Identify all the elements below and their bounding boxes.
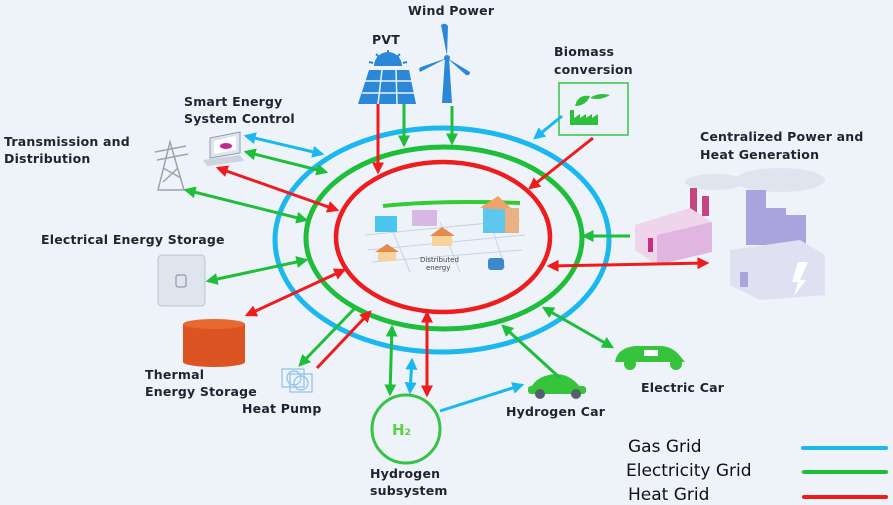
- smart-control-monitor-icon: [203, 131, 244, 166]
- legend-label-electricity: Electricity Grid: [626, 461, 752, 481]
- hydrogen-car-icon: [528, 374, 586, 399]
- label-wind-power: Wind Power: [408, 3, 495, 18]
- label-hydrogen-line2: subsystem: [370, 483, 448, 498]
- wind-turbine-icon: [419, 23, 470, 103]
- arrow-elec-hydrogen-car: [501, 324, 562, 380]
- arrow-heat-thermal-storage: [244, 268, 347, 317]
- label-centralized-line1: Centralized Power and: [700, 129, 864, 144]
- label-thermal-line2: Energy Storage: [145, 384, 257, 399]
- arrow-gas-hydrogen-car: [439, 382, 525, 413]
- power-plant-small-icon: [635, 174, 745, 265]
- distributed-energy-icon: Distributed energy: [364, 196, 526, 273]
- biomass-factory-icon: [558, 82, 629, 136]
- solar-panel-icon: [358, 50, 416, 105]
- hydrogen-subsystem-icon: H₂: [370, 393, 442, 465]
- legend-label-heat: Heat Grid: [628, 485, 710, 505]
- arrow-heat-smart-control: [215, 165, 340, 213]
- label-biomass-line2: conversion: [554, 62, 633, 77]
- heat-pump-icon: [281, 368, 313, 393]
- arrow-gas-smart-control: [243, 132, 325, 158]
- label-centralized-line2: Heat Generation: [700, 147, 820, 162]
- h2-symbol: H₂: [392, 421, 411, 439]
- label-electrical-storage: Electrical Energy Storage: [41, 232, 225, 247]
- battery-storage-icon: [157, 254, 206, 307]
- legend-label-gas: Gas Grid: [628, 437, 702, 457]
- electric-car-icon: [615, 346, 685, 370]
- arrow-gas-hydrogen: [404, 357, 418, 395]
- thermal-storage-tank-icon: [183, 319, 245, 367]
- label-pvt: PVT: [372, 32, 400, 47]
- transmission-tower-icon: [154, 139, 189, 191]
- arrow-elec-battery: [205, 256, 309, 285]
- arrow-gas-biomass: [533, 114, 563, 140]
- arrow-heat-heat-pump: [315, 310, 372, 370]
- arrow-elec-smart-control: [243, 148, 329, 176]
- label-electric-car: Electric Car: [641, 380, 725, 395]
- heat-arrows: [215, 104, 710, 398]
- arrow-elec-hydrogen: [384, 324, 398, 397]
- distributed-energy-label-line1: Distributed: [420, 256, 459, 264]
- power-plant-large-icon: [730, 168, 825, 300]
- label-transmission-line1: Transmission and: [4, 134, 130, 149]
- label-thermal-line1: Thermal: [145, 367, 205, 382]
- gas-grid-ring: [272, 125, 612, 355]
- arrow-heat-biomass: [528, 136, 594, 190]
- label-biomass-line1: Biomass: [554, 44, 615, 59]
- arrow-elec-electric-car: [541, 306, 615, 349]
- distributed-energy-label-line2: energy: [426, 264, 450, 272]
- label-hydrogen-line1: Hydrogen: [370, 466, 441, 481]
- label-smart-control-line2: System Control: [184, 111, 295, 126]
- arrow-heat-centralized: [546, 257, 710, 272]
- label-transmission-line2: Distribution: [4, 151, 91, 166]
- arrow-elec-heat-pump: [298, 306, 357, 367]
- label-smart-control-line1: Smart Energy: [184, 94, 283, 109]
- label-heat-pump: Heat Pump: [242, 401, 322, 416]
- label-hydrogen-car: Hydrogen Car: [506, 404, 606, 419]
